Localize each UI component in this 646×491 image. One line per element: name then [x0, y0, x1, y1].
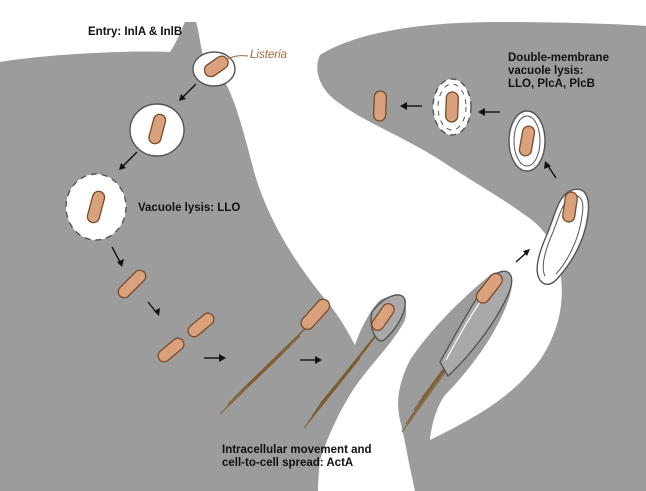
- label-double-membrane-lysis: Double-membrane vacuole lysis: LLO, PlcA…: [508, 52, 609, 91]
- label-cell-to-cell-spread: Intracellular movement and cell-to-cell …: [222, 444, 372, 470]
- label-entry: Entry: InlA & InlB: [88, 26, 182, 39]
- arrow-protrusion-to-double-vacuole: [516, 249, 530, 262]
- label-vacuole-lysis: Vacuole lysis: LLO: [138, 202, 240, 215]
- bacterium-double-vacuole-3: [445, 92, 458, 122]
- right-host-cell: [317, 22, 646, 491]
- label-listeria: Listeria: [250, 49, 287, 62]
- bacterium-released: [373, 91, 386, 121]
